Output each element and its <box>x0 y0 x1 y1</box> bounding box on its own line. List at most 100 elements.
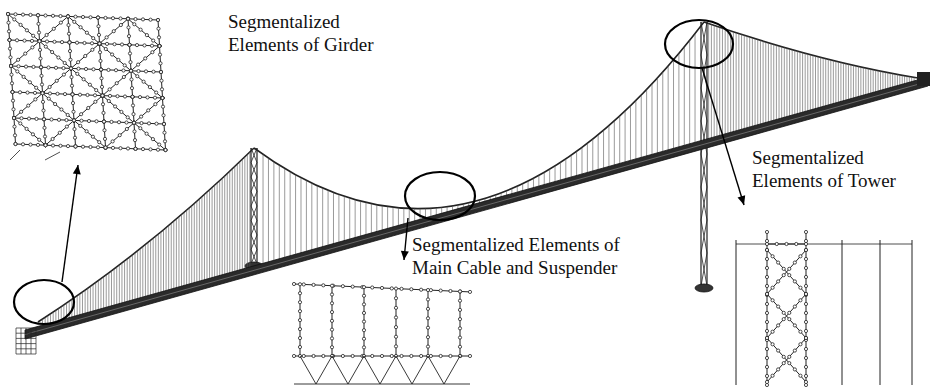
element-node <box>804 356 807 359</box>
element-node <box>68 41 71 44</box>
element-node <box>57 56 60 59</box>
member-line <box>242 159 243 270</box>
element-node <box>161 96 164 99</box>
element-node <box>70 75 73 78</box>
element-node <box>132 113 135 116</box>
element-node <box>11 99 14 102</box>
member-line <box>98 281 99 311</box>
member-line <box>161 72 163 98</box>
element-node <box>119 147 122 150</box>
member-line <box>10 150 20 160</box>
member-line <box>752 38 753 127</box>
element-node <box>95 120 98 123</box>
element-node <box>9 64 12 67</box>
member-line <box>134 123 166 150</box>
element-node <box>69 67 72 70</box>
element-node <box>793 261 796 264</box>
element-node <box>114 105 117 108</box>
element-node <box>16 70 19 73</box>
element-node <box>39 66 42 69</box>
member-line <box>719 27 720 136</box>
element-node <box>39 57 42 60</box>
element-node <box>788 318 791 321</box>
element-node <box>134 18 137 21</box>
element-node <box>51 50 54 53</box>
element-node <box>156 148 159 151</box>
element-node <box>100 85 103 88</box>
element-node <box>44 45 47 48</box>
element-node <box>50 118 53 121</box>
element-node <box>102 120 105 123</box>
element-node <box>117 121 120 124</box>
element-node <box>133 23 136 26</box>
element-node <box>161 96 164 99</box>
member-line <box>199 199 200 282</box>
element-node <box>128 43 131 46</box>
member-line <box>130 45 132 71</box>
element-node <box>108 88 111 91</box>
member-line <box>158 20 160 46</box>
element-node <box>120 110 123 113</box>
element-node <box>777 324 780 327</box>
element-node <box>765 292 768 295</box>
element-node <box>144 70 147 73</box>
member-line <box>134 123 136 149</box>
member-line <box>825 59 826 107</box>
element-node <box>765 292 768 295</box>
girder-detail <box>6 12 167 160</box>
element-node <box>19 122 22 125</box>
element-node <box>38 40 41 43</box>
element-node <box>36 14 39 17</box>
member-line <box>116 267 117 305</box>
member-line <box>371 204 372 234</box>
element-node <box>426 326 429 329</box>
member-line <box>31 328 32 354</box>
member-line <box>333 193 334 245</box>
member-line <box>227 174 228 275</box>
member-line <box>164 124 166 150</box>
member-line <box>701 220 707 253</box>
element-node <box>426 317 429 320</box>
member-line <box>222 178 223 275</box>
element-node <box>362 320 365 323</box>
element-node <box>71 93 74 96</box>
member-line <box>173 221 174 289</box>
element-node <box>44 144 47 147</box>
member-line <box>741 34 742 130</box>
element-node <box>804 275 807 278</box>
element-node <box>799 286 802 289</box>
element-node <box>125 127 128 130</box>
element-node <box>6 12 9 15</box>
member-line <box>69 301 70 318</box>
member-line <box>53 312 54 323</box>
element-node <box>79 124 82 127</box>
element-node <box>103 129 106 132</box>
element-node <box>146 96 149 99</box>
arrow-head <box>73 165 81 174</box>
member-line <box>171 223 172 290</box>
element-node <box>158 53 161 56</box>
member-line <box>641 95 642 158</box>
element-node <box>777 368 780 371</box>
member-line <box>538 175 539 187</box>
element-node <box>117 58 120 61</box>
element-node <box>104 146 107 149</box>
member-line <box>853 65 854 99</box>
member-line <box>191 206 192 285</box>
member-line <box>738 34 739 131</box>
element-node <box>67 23 70 26</box>
member-line <box>873 70 874 94</box>
element-node <box>63 61 66 64</box>
element-node <box>426 298 429 301</box>
member-line <box>111 271 112 307</box>
element-node <box>85 130 88 133</box>
element-node <box>804 266 807 269</box>
element-node <box>362 329 365 332</box>
element-node <box>66 15 69 18</box>
element-node <box>804 293 807 296</box>
element-node <box>100 77 103 80</box>
member-line <box>153 238 154 295</box>
element-node <box>81 145 84 148</box>
element-node <box>22 75 25 78</box>
girder-deck-line <box>25 82 928 335</box>
